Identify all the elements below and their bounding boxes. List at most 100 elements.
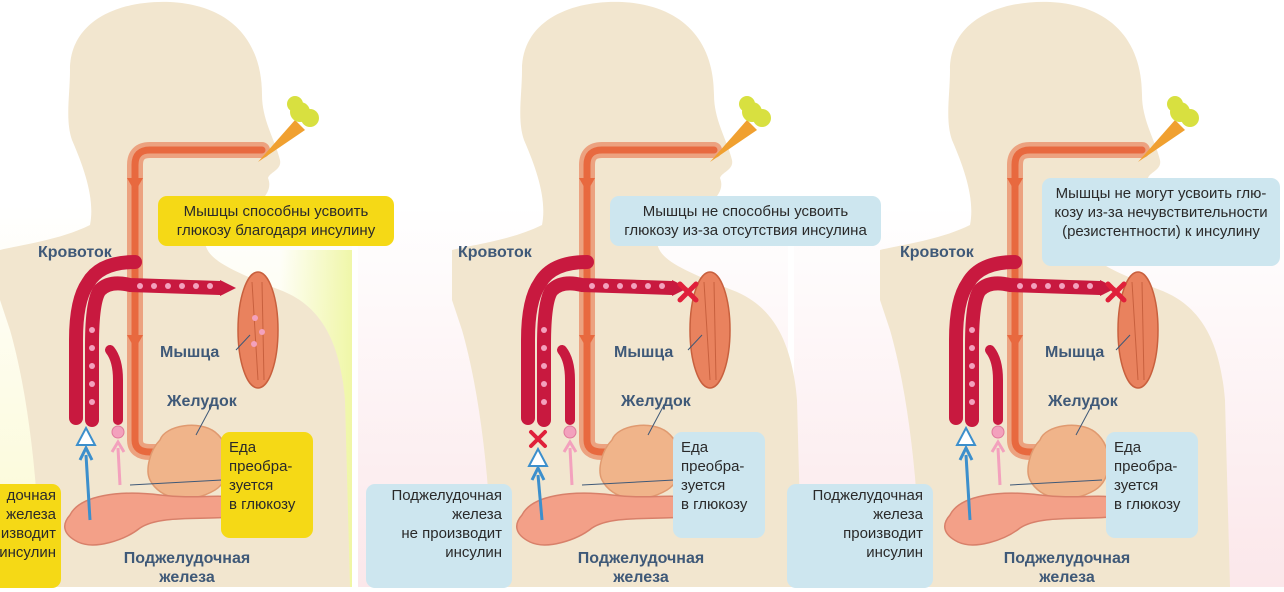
glucose-circle-icon [969,381,975,387]
panel2-food-line4: в глюкозу [681,495,765,514]
panel2-food-callout: Еда преобра- зуется в глюкозу [673,432,765,538]
panel2-pancreas-label: Поджелудочная железа [571,549,711,587]
panel2-muscle-callout-line1: Мышцы не способны усвоить [610,202,881,221]
panel2-food-line2: преобра- [681,457,765,476]
panel3-food-line3: зуется [1114,476,1198,495]
panel2-muscle-callout-line2: глюкозу из-за отсутствия инсулина [610,221,881,240]
glucose-circle-icon [1087,283,1093,289]
panel2-food-line1: Еда [681,438,765,457]
glucose-circle-icon [617,283,623,289]
glucose-circle-icon [631,283,637,289]
panel2-muscle-label: Мышца [614,343,673,362]
glucose-circle-icon [89,345,95,351]
glucose-circle-icon [89,363,95,369]
glucose-circle-icon [251,341,257,347]
glucose-circle-icon [992,426,1004,438]
glucose-circle-icon [259,329,265,335]
panel3-food-line2: преобра- [1114,457,1198,476]
glucose-circle-icon [112,426,124,438]
panel3-muscle-callout-line1: Мышцы не могут усвоить глю- [1042,184,1280,203]
panel1-food-line2: преобра- [229,457,313,476]
panel3-insulin-callout: Поджелудочная железа производит инсулин [787,484,933,588]
glucose-circle-icon [1059,283,1065,289]
glucose-arrow [570,448,572,485]
panel1-pancreas-label: Поджелудочная железа [117,549,257,587]
glucose-circle-icon [589,283,595,289]
glucose-circle-icon [151,283,157,289]
glucose-circle-icon [541,345,547,351]
glucose-circle-icon [659,283,665,289]
glucose-circle-icon [1017,283,1023,289]
panel3-food-callout: Еда преобра- зуется в глюкозу [1106,432,1198,538]
glucose-circle-icon [564,426,576,438]
panel3-insulin-line1: Поджелудочная [787,486,923,505]
panel2-insulin-callout: Поджелудочная железа не производит инсул… [366,484,512,588]
glucose-arrow [998,448,1000,485]
panel1-insulin-callout: дочная железа изводит инсулин [0,484,61,588]
panel2-insulin-line3: не производит [366,524,502,543]
carrot-leaves [753,109,771,127]
panel1-food-line3: зуется [229,476,313,495]
panel2-pancreas-line2: железа [571,568,711,587]
panel3-stomach-label: Желудок [1048,392,1118,411]
panel1-stomach-label: Желудок [167,392,237,411]
panel3-pancreas-label: Поджелудочная железа [997,549,1137,587]
panel3-insulin-line4: инсулин [787,543,923,562]
panel3-muscle-label: Мышца [1045,343,1104,362]
glucose-circle-icon [1073,283,1079,289]
panel1-insulin-line2: железа [0,505,56,524]
panel1-muscle-callout-line2: глюкозу благодаря инсулину [158,221,394,240]
glucose-circle-icon [89,327,95,333]
muscle-icon [690,272,730,388]
panel3-food-line4: в глюкозу [1114,495,1198,514]
panel1-food-line1: Еда [229,438,313,457]
panel1-pancreas-line1: Поджелудочная [117,549,257,568]
carrot-leaves [739,96,755,112]
panel3-insulin-line3: производит [787,524,923,543]
panel2-muscle-callout: Мышцы не способны усвоить глюкозу из-за … [610,196,881,246]
panel2-insulin-line1: Поджелудочная [366,486,502,505]
glucose-circle-icon [1031,283,1037,289]
panel1-food-callout: Еда преобра- зуется в глюкозу [221,432,313,538]
glucose-circle-icon [1045,283,1051,289]
glucose-circle-icon [165,283,171,289]
panel1-bloodstream-label: Кровоток [38,243,112,262]
glucose-circle-icon [179,283,185,289]
panel2-bloodstream-label: Кровоток [458,243,532,262]
glucose-circle-icon [969,327,975,333]
glucose-circle-icon [603,283,609,289]
panel3-bloodstream-label: Кровоток [900,243,974,262]
glucose-circle-icon [969,399,975,405]
glucose-circle-icon [193,283,199,289]
glucose-circle-icon [645,283,651,289]
glucose-circle-icon [541,381,547,387]
glucose-circle-icon [252,315,258,321]
carrot-leaves [287,96,303,112]
glucose-circle-icon [541,399,547,405]
muscle-icon [1118,272,1158,388]
glucose-circle-icon [541,363,547,369]
panel3-muscle-callout-line2: козу из-за нечувствительности [1042,203,1280,222]
panel3-muscle-callout: Мышцы не могут усвоить глю- козу из-за н… [1042,178,1280,266]
glucose-circle-icon [89,399,95,405]
panel3-pancreas-line2: железа [997,568,1137,587]
panel1-insulin-line4: инсулин [0,543,56,562]
panel1-pancreas-line2: железа [117,568,257,587]
carrot-leaves [1167,96,1183,112]
glucose-circle-icon [137,283,143,289]
panel3-pancreas-line1: Поджелудочная [997,549,1137,568]
glucose-circle-icon [207,283,213,289]
panel2-food-line3: зуется [681,476,765,495]
panel1-insulin-line1: дочная [0,486,56,505]
panel1-muscle-callout: Мышцы способны усвоить глюкозу благодаря… [158,196,394,246]
glucose-circle-icon [89,381,95,387]
glucose-circle-icon [541,327,547,333]
panel1-food-line4: в глюкозу [229,495,313,514]
panel1-muscle-label: Мышца [160,343,219,362]
carrot-leaves [301,109,319,127]
panel2-insulin-line2: железа [366,505,502,524]
glucose-circle-icon [969,345,975,351]
muscle-icon [238,272,278,388]
